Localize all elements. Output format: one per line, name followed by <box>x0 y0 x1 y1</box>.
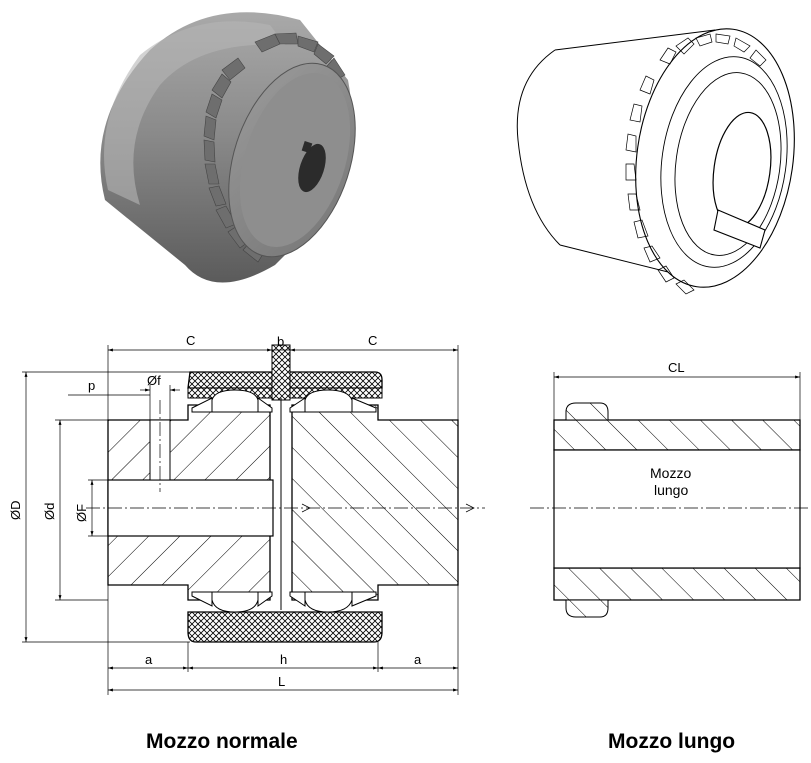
label-phi-d-inner: Ød <box>42 503 57 520</box>
label-phi-d-outer: ØD <box>8 501 23 521</box>
label-mozzo-lungo-1: Mozzo <box>650 465 691 481</box>
label-cl: CL <box>668 360 685 375</box>
section-normal-teeth-top <box>191 389 377 413</box>
label-b: b <box>277 334 284 349</box>
caption-mozzo-lungo: Mozzo lungo <box>608 730 736 753</box>
label-phi-f: Øf <box>147 373 161 388</box>
label-phi-f-bore: ØF <box>74 504 89 522</box>
label-l: L <box>278 674 285 689</box>
section-normal-dimensions <box>22 345 459 695</box>
label-p: p <box>88 378 95 393</box>
hub-long-3d-image <box>516 28 795 295</box>
hub-long-gear-teeth <box>625 33 767 295</box>
section-long-dimensions <box>553 372 801 420</box>
section-normal: C b C Øf p ØD Ød ØF a h a L <box>8 333 485 695</box>
section-normal-teeth-bottom <box>191 591 377 613</box>
label-c-left: C <box>186 333 195 348</box>
hub-normal-3d-image <box>100 12 356 283</box>
label-a-right: a <box>414 652 422 667</box>
label-a-left: a <box>145 652 153 667</box>
label-mozzo-lungo-2: lungo <box>654 482 688 498</box>
section-long: CL Mozzo lungo <box>530 360 811 618</box>
caption-mozzo-normale: Mozzo normale <box>146 730 298 753</box>
label-c-right: C <box>368 333 377 348</box>
label-h: h <box>280 652 287 667</box>
